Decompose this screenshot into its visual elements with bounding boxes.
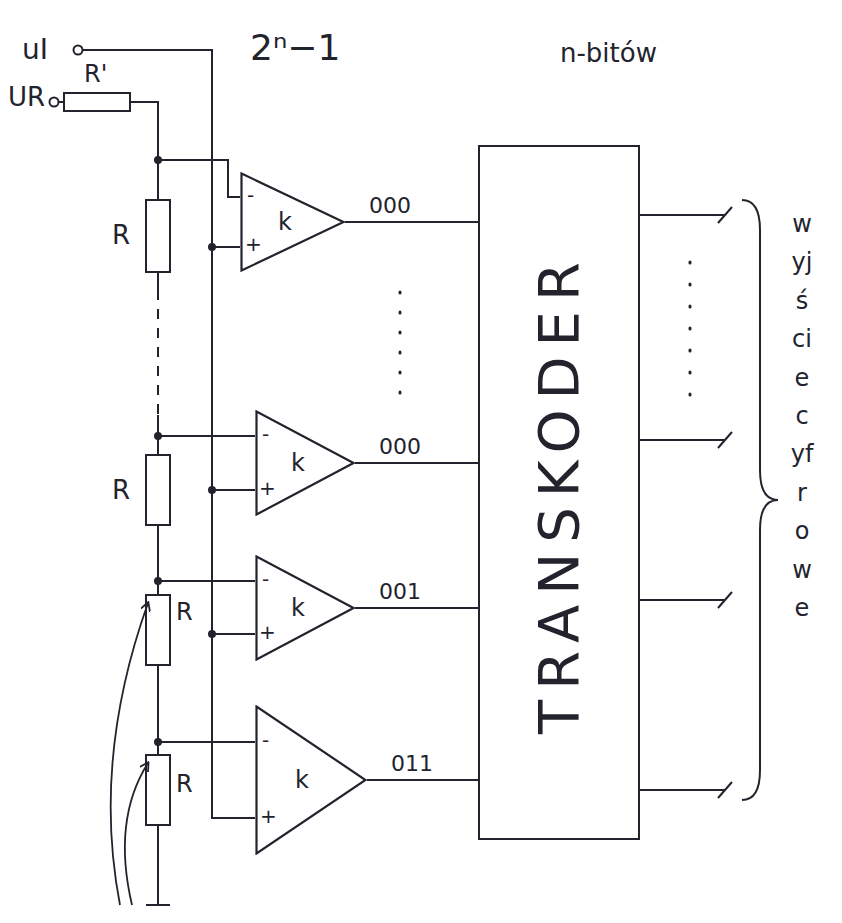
vertical-note: wyjście cyfrowe xyxy=(790,205,814,627)
resistor-symbol xyxy=(146,455,170,525)
comparator-triangle: k xyxy=(240,172,345,272)
part-name: R xyxy=(112,222,130,248)
comparator-outline xyxy=(240,172,345,272)
comparator-triangle: k xyxy=(255,705,367,855)
junction-dot xyxy=(154,577,162,585)
code-label: 011 xyxy=(389,753,435,775)
pin-name: + xyxy=(260,806,277,826)
gain-symbol: k xyxy=(295,768,309,792)
pin-name: + xyxy=(259,478,276,498)
terminal-dot xyxy=(50,98,59,107)
reference-wire xyxy=(58,102,255,905)
pin-name: - xyxy=(262,730,269,750)
junction-dot xyxy=(154,738,162,746)
part-name: R xyxy=(176,600,193,624)
ellipsis-dots xyxy=(399,292,402,393)
signal-wire xyxy=(345,221,478,223)
signal-wire xyxy=(355,607,478,609)
comparator-outline xyxy=(242,174,344,271)
transcoder-box: TRANSKODER xyxy=(478,145,640,840)
pin-name: + xyxy=(245,234,262,254)
curly-brace xyxy=(742,200,778,800)
junction-dot xyxy=(154,156,162,164)
comparator-triangle: k xyxy=(255,555,355,661)
comparator-triangle: k xyxy=(255,410,355,516)
part-name: R xyxy=(112,477,130,503)
signal-wire xyxy=(367,779,478,781)
comparator-outline xyxy=(255,705,367,855)
resistor-symbol xyxy=(146,200,170,272)
pin-name: - xyxy=(262,569,269,589)
gain-symbol: k xyxy=(291,451,305,475)
code-label: 000 xyxy=(377,436,423,458)
formula-note: 2ⁿ−1 xyxy=(250,30,340,66)
junction-dot xyxy=(208,243,216,251)
comparator-outline xyxy=(257,707,366,854)
resistor-symbol xyxy=(146,595,170,665)
comparator-outline xyxy=(255,410,355,516)
comparator-outline xyxy=(257,557,354,660)
junction-dot xyxy=(154,432,162,440)
voltage-arrow xyxy=(125,763,148,905)
block-title: TRANSKODER xyxy=(531,252,587,734)
code-label: 000 xyxy=(367,195,413,217)
note-text: n-bitów xyxy=(560,40,657,66)
junction-dot xyxy=(208,630,216,638)
signal-name: UR xyxy=(8,84,45,110)
resistor-symbol xyxy=(146,755,170,825)
dashed-wire xyxy=(157,290,159,415)
signal-wire xyxy=(355,462,478,464)
part-name: R' xyxy=(84,62,107,86)
code-label: 001 xyxy=(377,581,423,603)
pin-name: - xyxy=(262,424,269,444)
ellipsis-dots xyxy=(689,262,692,395)
part-name: R xyxy=(176,772,193,796)
comparator-outline xyxy=(257,412,354,515)
pin-name: - xyxy=(247,185,254,205)
comparator-outline xyxy=(255,555,355,661)
gain-symbol: k xyxy=(278,210,292,234)
output-wire xyxy=(640,207,732,798)
terminal-dot xyxy=(74,46,83,55)
gain-symbol: k xyxy=(291,596,305,620)
signal-name: uI xyxy=(22,36,48,64)
voltage-arrow xyxy=(111,603,148,905)
junction-dot xyxy=(208,486,216,494)
resistor-symbol xyxy=(64,93,130,111)
pin-name: + xyxy=(259,622,276,642)
